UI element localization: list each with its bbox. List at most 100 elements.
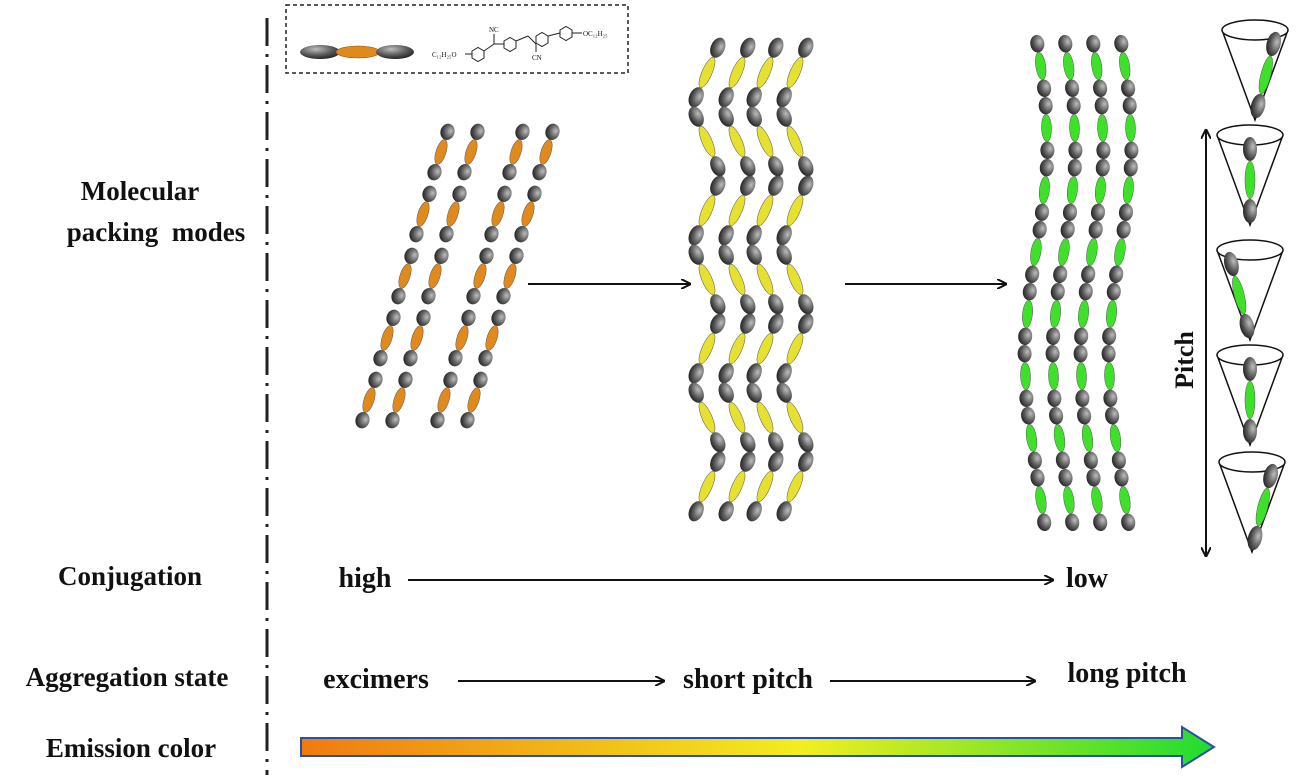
molecule-end-group — [1086, 34, 1101, 53]
molecule-core — [491, 201, 505, 227]
molecule-core — [1022, 300, 1033, 328]
molecule-end-group — [1223, 251, 1239, 277]
molecule-core — [1244, 380, 1256, 420]
molecule-end-group — [1121, 79, 1136, 98]
molecule-end-group — [484, 226, 499, 243]
label-conjugation: Conjugation — [58, 561, 202, 591]
molecule-end-group — [1066, 97, 1081, 115]
molecule-end-group — [740, 313, 756, 334]
molecule-end-group — [1103, 389, 1118, 407]
molecule-model-icon — [300, 45, 414, 59]
molecule-end-group — [1074, 327, 1089, 346]
molecule-end-group — [1106, 282, 1121, 301]
molecule-core — [756, 401, 774, 434]
molecule-end-group — [776, 106, 792, 127]
molecule-end-group — [1086, 468, 1101, 487]
molecule-end-group — [409, 226, 424, 243]
molecule-core — [756, 332, 774, 365]
molecule-end-group — [688, 87, 704, 108]
molecule-core — [1025, 424, 1038, 452]
molecule-core — [1038, 176, 1050, 204]
molecule-end-group — [1243, 136, 1257, 162]
precession-cones — [1216, 19, 1289, 555]
molecule-end-group — [1121, 513, 1136, 532]
molecule-core — [521, 201, 535, 227]
molecule-core — [728, 125, 746, 158]
molecule-end-group — [798, 313, 814, 334]
molecule-end-group — [718, 106, 734, 127]
molecule-end-group — [688, 225, 704, 246]
molecule-end-group — [1046, 327, 1061, 346]
molecule-core — [1030, 238, 1042, 266]
molecule-end-group — [798, 294, 814, 315]
molecule-core — [786, 125, 804, 158]
molecule-core — [485, 325, 499, 351]
molecule-core — [1119, 52, 1131, 80]
molecule-core — [434, 139, 448, 165]
molecule-end-group — [1065, 79, 1080, 98]
molecule-core — [1081, 424, 1094, 452]
molecule-core — [362, 387, 376, 413]
molecule-end-group — [457, 164, 472, 181]
chain-right-label: OC₁₂H₂₅ — [583, 30, 608, 38]
molecule-core — [410, 325, 424, 351]
molecule-end-group — [718, 501, 734, 522]
conjugation-high: high — [339, 563, 392, 594]
molecule-end-group — [718, 225, 734, 246]
molecule-end-group — [798, 37, 814, 58]
molecule-core — [380, 325, 394, 351]
molecule-core — [1106, 300, 1117, 328]
molecule-inset: C₁₂H₂₅O NC CN OC₁₂H₂₅ — [285, 4, 629, 74]
molecule-end-group — [1090, 203, 1106, 222]
molecule-end-group — [768, 175, 784, 196]
molecule-core — [473, 263, 487, 289]
molecule-end-group — [1243, 418, 1257, 444]
molecule-core — [756, 470, 774, 503]
molecule-end-group — [385, 412, 400, 429]
molecule-core — [698, 263, 716, 296]
excimer-packing — [355, 123, 560, 429]
pitch-label: Pitch — [1170, 331, 1199, 389]
molecule-end-group — [1122, 97, 1137, 115]
molecule-end-group — [1073, 345, 1088, 363]
molecule-core — [728, 194, 746, 227]
aggregation-short-pitch: short pitch — [683, 664, 813, 695]
molecule-end-group — [1058, 34, 1073, 53]
molecule-end-group — [1030, 34, 1045, 53]
molecule-end-group — [1105, 406, 1120, 425]
molecule-end-group — [1093, 79, 1108, 98]
molecule-end-group — [718, 363, 734, 384]
chemical-structure — [465, 25, 582, 63]
molecule-end-group — [1094, 97, 1109, 115]
molecule-core — [464, 139, 478, 165]
molecule-end-group — [1239, 313, 1255, 339]
molecule-end-group — [1040, 141, 1055, 159]
molecule-end-group — [1065, 513, 1080, 532]
molecule-end-group — [1017, 345, 1032, 363]
molecule-end-group — [798, 156, 814, 177]
molecule-end-group — [688, 244, 704, 265]
molecule-core — [1078, 300, 1089, 328]
molecule-core — [1063, 486, 1075, 514]
molecule-end-group — [740, 451, 756, 472]
molecule-end-group — [514, 226, 529, 243]
molecule-end-group — [416, 309, 431, 326]
molecule-end-group — [532, 164, 547, 181]
molecule-core — [756, 125, 774, 158]
aggregation-excimers: excimers — [323, 664, 429, 695]
molecule-end-group — [1075, 389, 1090, 407]
molecule-core — [1244, 160, 1256, 200]
molecule-core — [1232, 275, 1247, 315]
molecule-end-group — [710, 156, 726, 177]
molecule-end-group — [1096, 141, 1111, 159]
molecule-end-group — [509, 247, 524, 264]
molecule-core — [698, 401, 716, 434]
molecule-end-group — [545, 123, 560, 140]
molecule-end-group — [1030, 468, 1045, 487]
molecule-end-group — [1060, 220, 1075, 239]
chain-left-label: C₁₂H₂₅O — [432, 51, 457, 59]
label-emission-color: Emission color — [46, 733, 216, 763]
molecule-core — [786, 263, 804, 296]
molecule-end-group — [1050, 282, 1065, 301]
molecule-core — [1125, 114, 1136, 142]
